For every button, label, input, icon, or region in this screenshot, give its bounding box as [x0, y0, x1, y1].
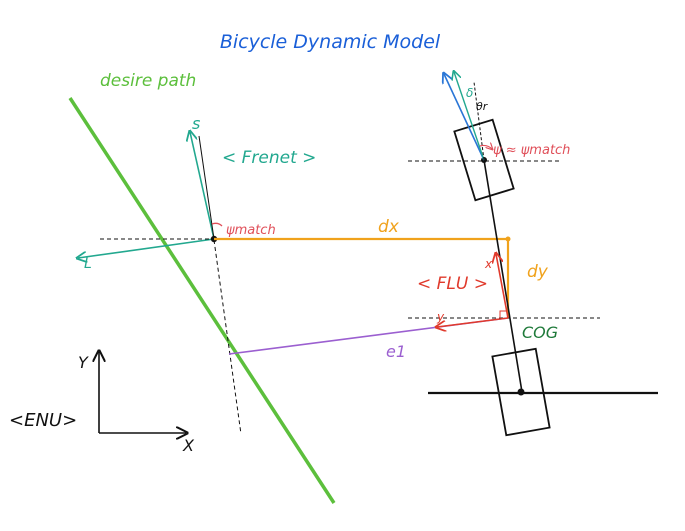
dx-dy-corner: [505, 236, 511, 242]
flu-x-label: x: [484, 257, 493, 271]
frenet-frame-label: < Frenet >: [222, 148, 316, 168]
frenet-frame: s L < Frenet > ψmatch: [78, 114, 316, 272]
enu-x-label: X: [182, 436, 195, 455]
front-wheel: [453, 118, 515, 202]
flu-right-angle: [499, 310, 507, 318]
dx-label: dx: [378, 217, 400, 237]
e1-label: e1: [386, 342, 406, 361]
frenet-s-label: s: [192, 114, 200, 133]
enu-frame: Y X <ENU>: [9, 352, 195, 455]
diagram-title: Bicycle Dynamic Model: [220, 31, 441, 53]
dy-label: dy: [527, 262, 549, 282]
frenet-s-axis: [190, 132, 215, 240]
path-tangent-dashed: [213, 239, 242, 435]
delta-label: δ: [466, 86, 473, 100]
rear-axle-point: [517, 388, 525, 396]
cog-label: COG: [522, 323, 558, 342]
theta-vector: [454, 72, 485, 161]
psi-match-label: ψmatch: [226, 223, 276, 238]
front-psi-label: ψ ≈ ψmatch: [493, 143, 570, 158]
delta-vector: [444, 74, 485, 161]
flu-x-axis: [496, 254, 509, 319]
flu-frame-label: < FLU >: [417, 274, 488, 294]
flu-y-label: y: [436, 310, 445, 324]
enu-y-label: Y: [78, 353, 89, 372]
front-ref-dashed: [473, 81, 485, 161]
flu-frame: x y < FLU >: [417, 254, 509, 327]
vehicle-centerline: [483, 159, 523, 393]
psi-match-arc: [211, 222, 223, 227]
flu-y-axis: [437, 317, 509, 327]
front-psi-arc: [479, 145, 492, 149]
desire-path-line: [68, 97, 336, 504]
rear-wheel: [491, 347, 551, 437]
frenet-l-axis: [78, 238, 215, 258]
theta-label: θr: [476, 100, 489, 113]
frenet-reference-line: [198, 135, 215, 240]
enu-frame-label: <ENU>: [9, 410, 77, 431]
frenet-l-label: L: [84, 256, 92, 272]
desire-path-label: desire path: [100, 71, 196, 91]
